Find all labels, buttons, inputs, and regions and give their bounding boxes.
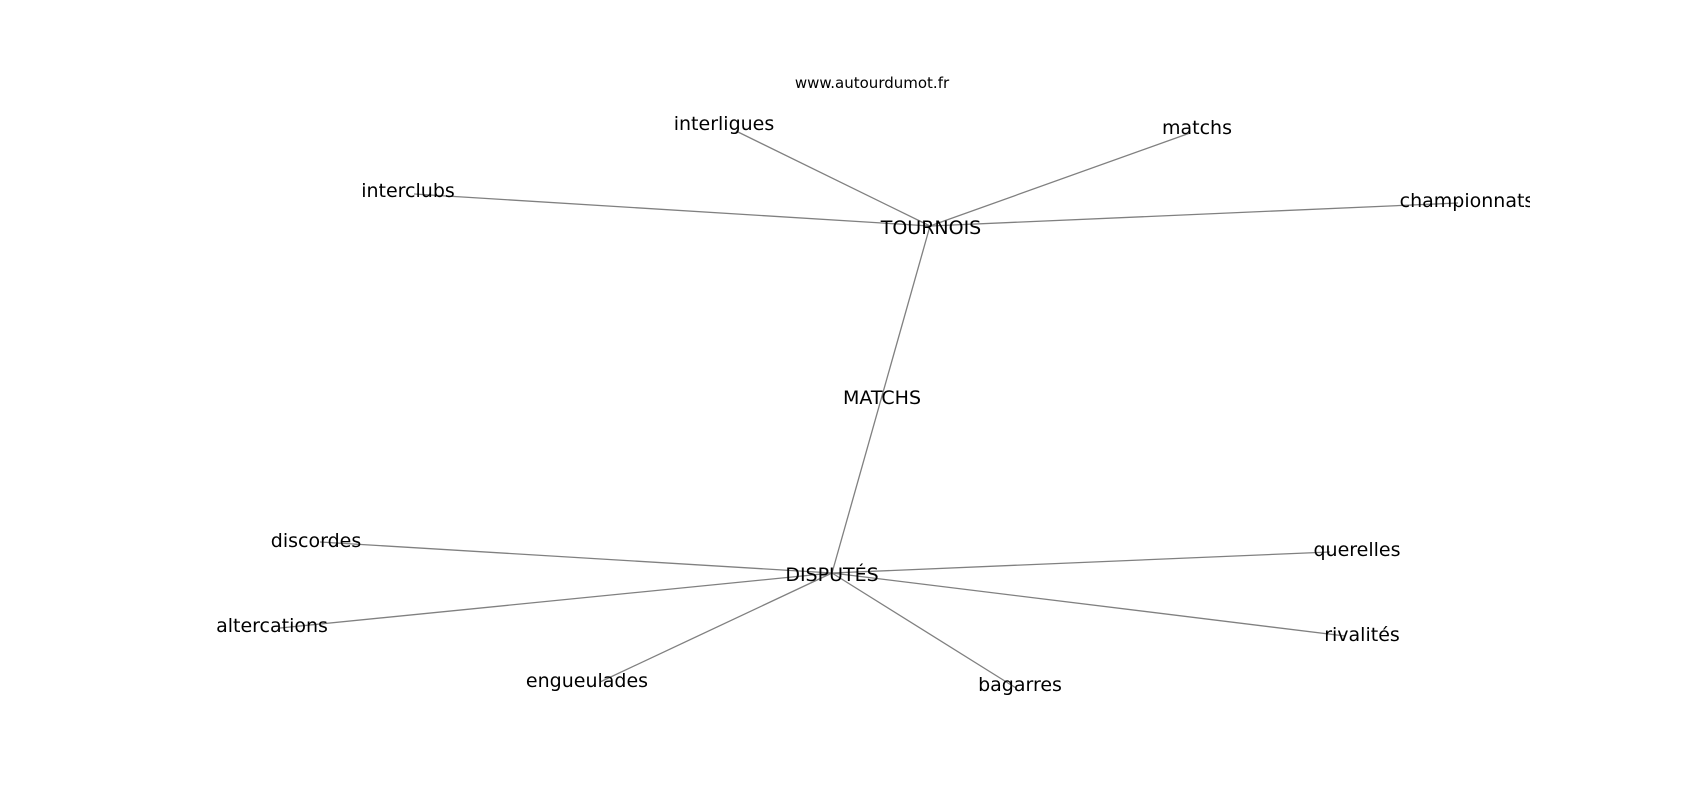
node-label-discordes: discordes <box>271 530 361 552</box>
edges <box>279 130 1459 689</box>
node-label-tournois: TOURNOIS <box>880 217 982 239</box>
node-label-rivalites: rivalités <box>1324 624 1400 646</box>
edge-disputes-bagarres <box>831 572 1017 689</box>
edge-disputes-altercations <box>279 572 833 629</box>
edge-disputes-discordes <box>319 541 833 574</box>
edge-tournois-interclubs <box>413 193 931 227</box>
edge-tournois-matchs <box>929 132 1191 227</box>
node-label-matchs: matchs <box>1162 117 1232 139</box>
node-label-engueulades: engueulades <box>526 670 648 692</box>
node-label-querelles: querelles <box>1313 539 1400 561</box>
edge-tournois-disputes <box>831 225 931 574</box>
edge-disputes-rivalites <box>831 572 1346 637</box>
nodes: MATCHS TOURNOIS DISPUTÉS interligues matchs i… <box>216 113 1535 696</box>
node-label-championnats: championnats <box>1400 190 1535 212</box>
edge-disputes-engueulades <box>599 572 833 683</box>
node-label-matchs_center: MATCHS <box>843 387 921 409</box>
node-label-interclubs: interclubs <box>361 180 455 202</box>
node-label-interligues: interligues <box>674 113 775 135</box>
node-label-disputes: DISPUTÉS <box>785 563 878 586</box>
source-label: www.autourdumot.fr <box>795 74 950 92</box>
edge-disputes-querelles <box>831 551 1331 574</box>
node-label-altercations: altercations <box>216 615 328 637</box>
node-label-bagarres: bagarres <box>978 674 1062 696</box>
edge-tournois-interligues <box>735 130 931 227</box>
edge-tournois-championnats <box>929 202 1459 227</box>
